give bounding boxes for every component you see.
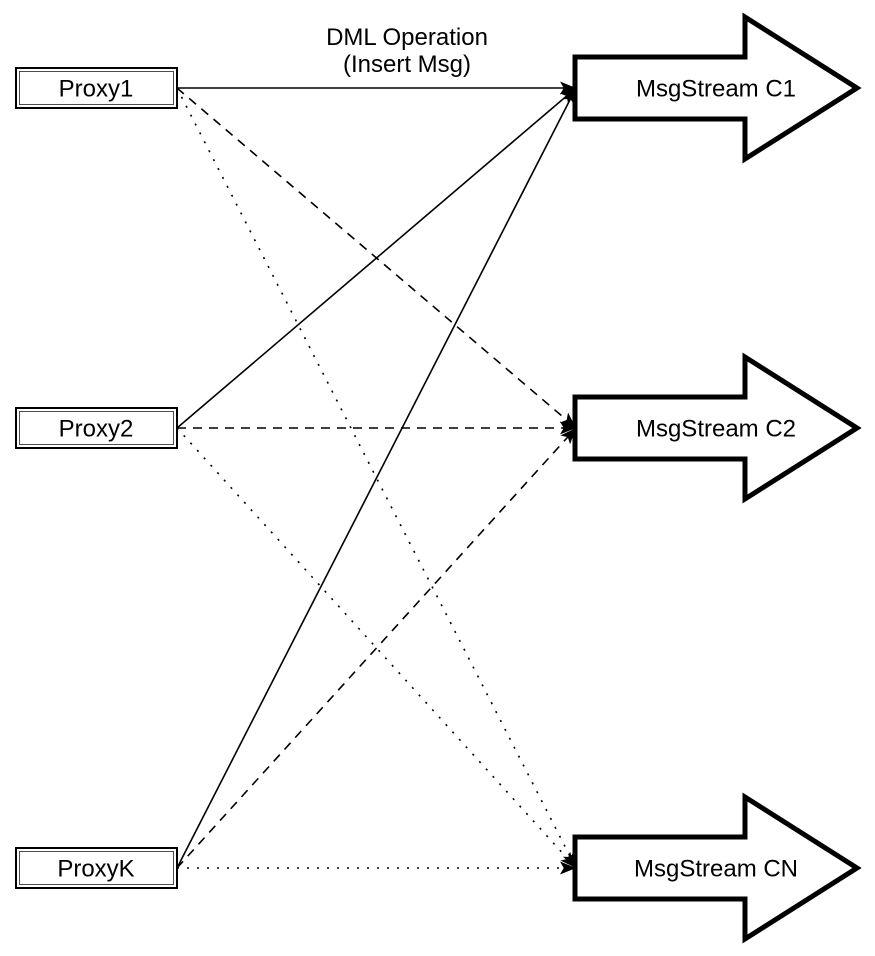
caption-line2: (Insert Msg) <box>343 51 471 78</box>
proxy-node-proxy1: Proxy1 <box>15 67 178 109</box>
proxyk-box <box>15 847 178 889</box>
proxyk-label: ProxyK <box>57 856 134 883</box>
stream-node-c2: MsgStream C2 <box>572 352 862 504</box>
proxy2-box <box>15 407 178 449</box>
edge-proxy1-msgstream-cn <box>176 87 577 869</box>
proxyk-box-inner-line <box>19 851 174 885</box>
msgstream-c2-arrow-shape <box>572 352 862 504</box>
proxy1-label: Proxy1 <box>59 76 134 103</box>
proxy2-box-inner-line <box>19 411 174 445</box>
proxy1-box-inner-line <box>19 71 174 105</box>
msgstream-cn-label: MsgStream CN <box>634 856 798 883</box>
stream-node-c1: MsgStream C1 <box>572 12 862 164</box>
msgstream-c1-arrow-shape <box>572 12 862 164</box>
edge-group <box>176 81 577 875</box>
proxy2-label: Proxy2 <box>59 416 134 443</box>
edge-proxy1-msgstream-c2 <box>176 87 577 429</box>
proxy-node-proxyk: ProxyK <box>15 847 178 889</box>
msgstream-c2-label: MsgStream C2 <box>636 416 796 443</box>
edge-proxyk-msgstream-c1 <box>176 87 577 869</box>
edge-proxyk-msgstream-c2 <box>176 427 577 869</box>
proxy-node-proxy2: Proxy2 <box>15 407 178 449</box>
caption: DML Operation (Insert Msg) <box>326 24 488 78</box>
msgstream-c1-label: MsgStream C1 <box>636 76 796 103</box>
proxy1-box <box>15 67 178 109</box>
msgstream-cn-arrow-shape <box>572 792 862 944</box>
stream-node-cn: MsgStream CN <box>572 792 862 944</box>
caption-line1: DML Operation <box>326 24 488 51</box>
